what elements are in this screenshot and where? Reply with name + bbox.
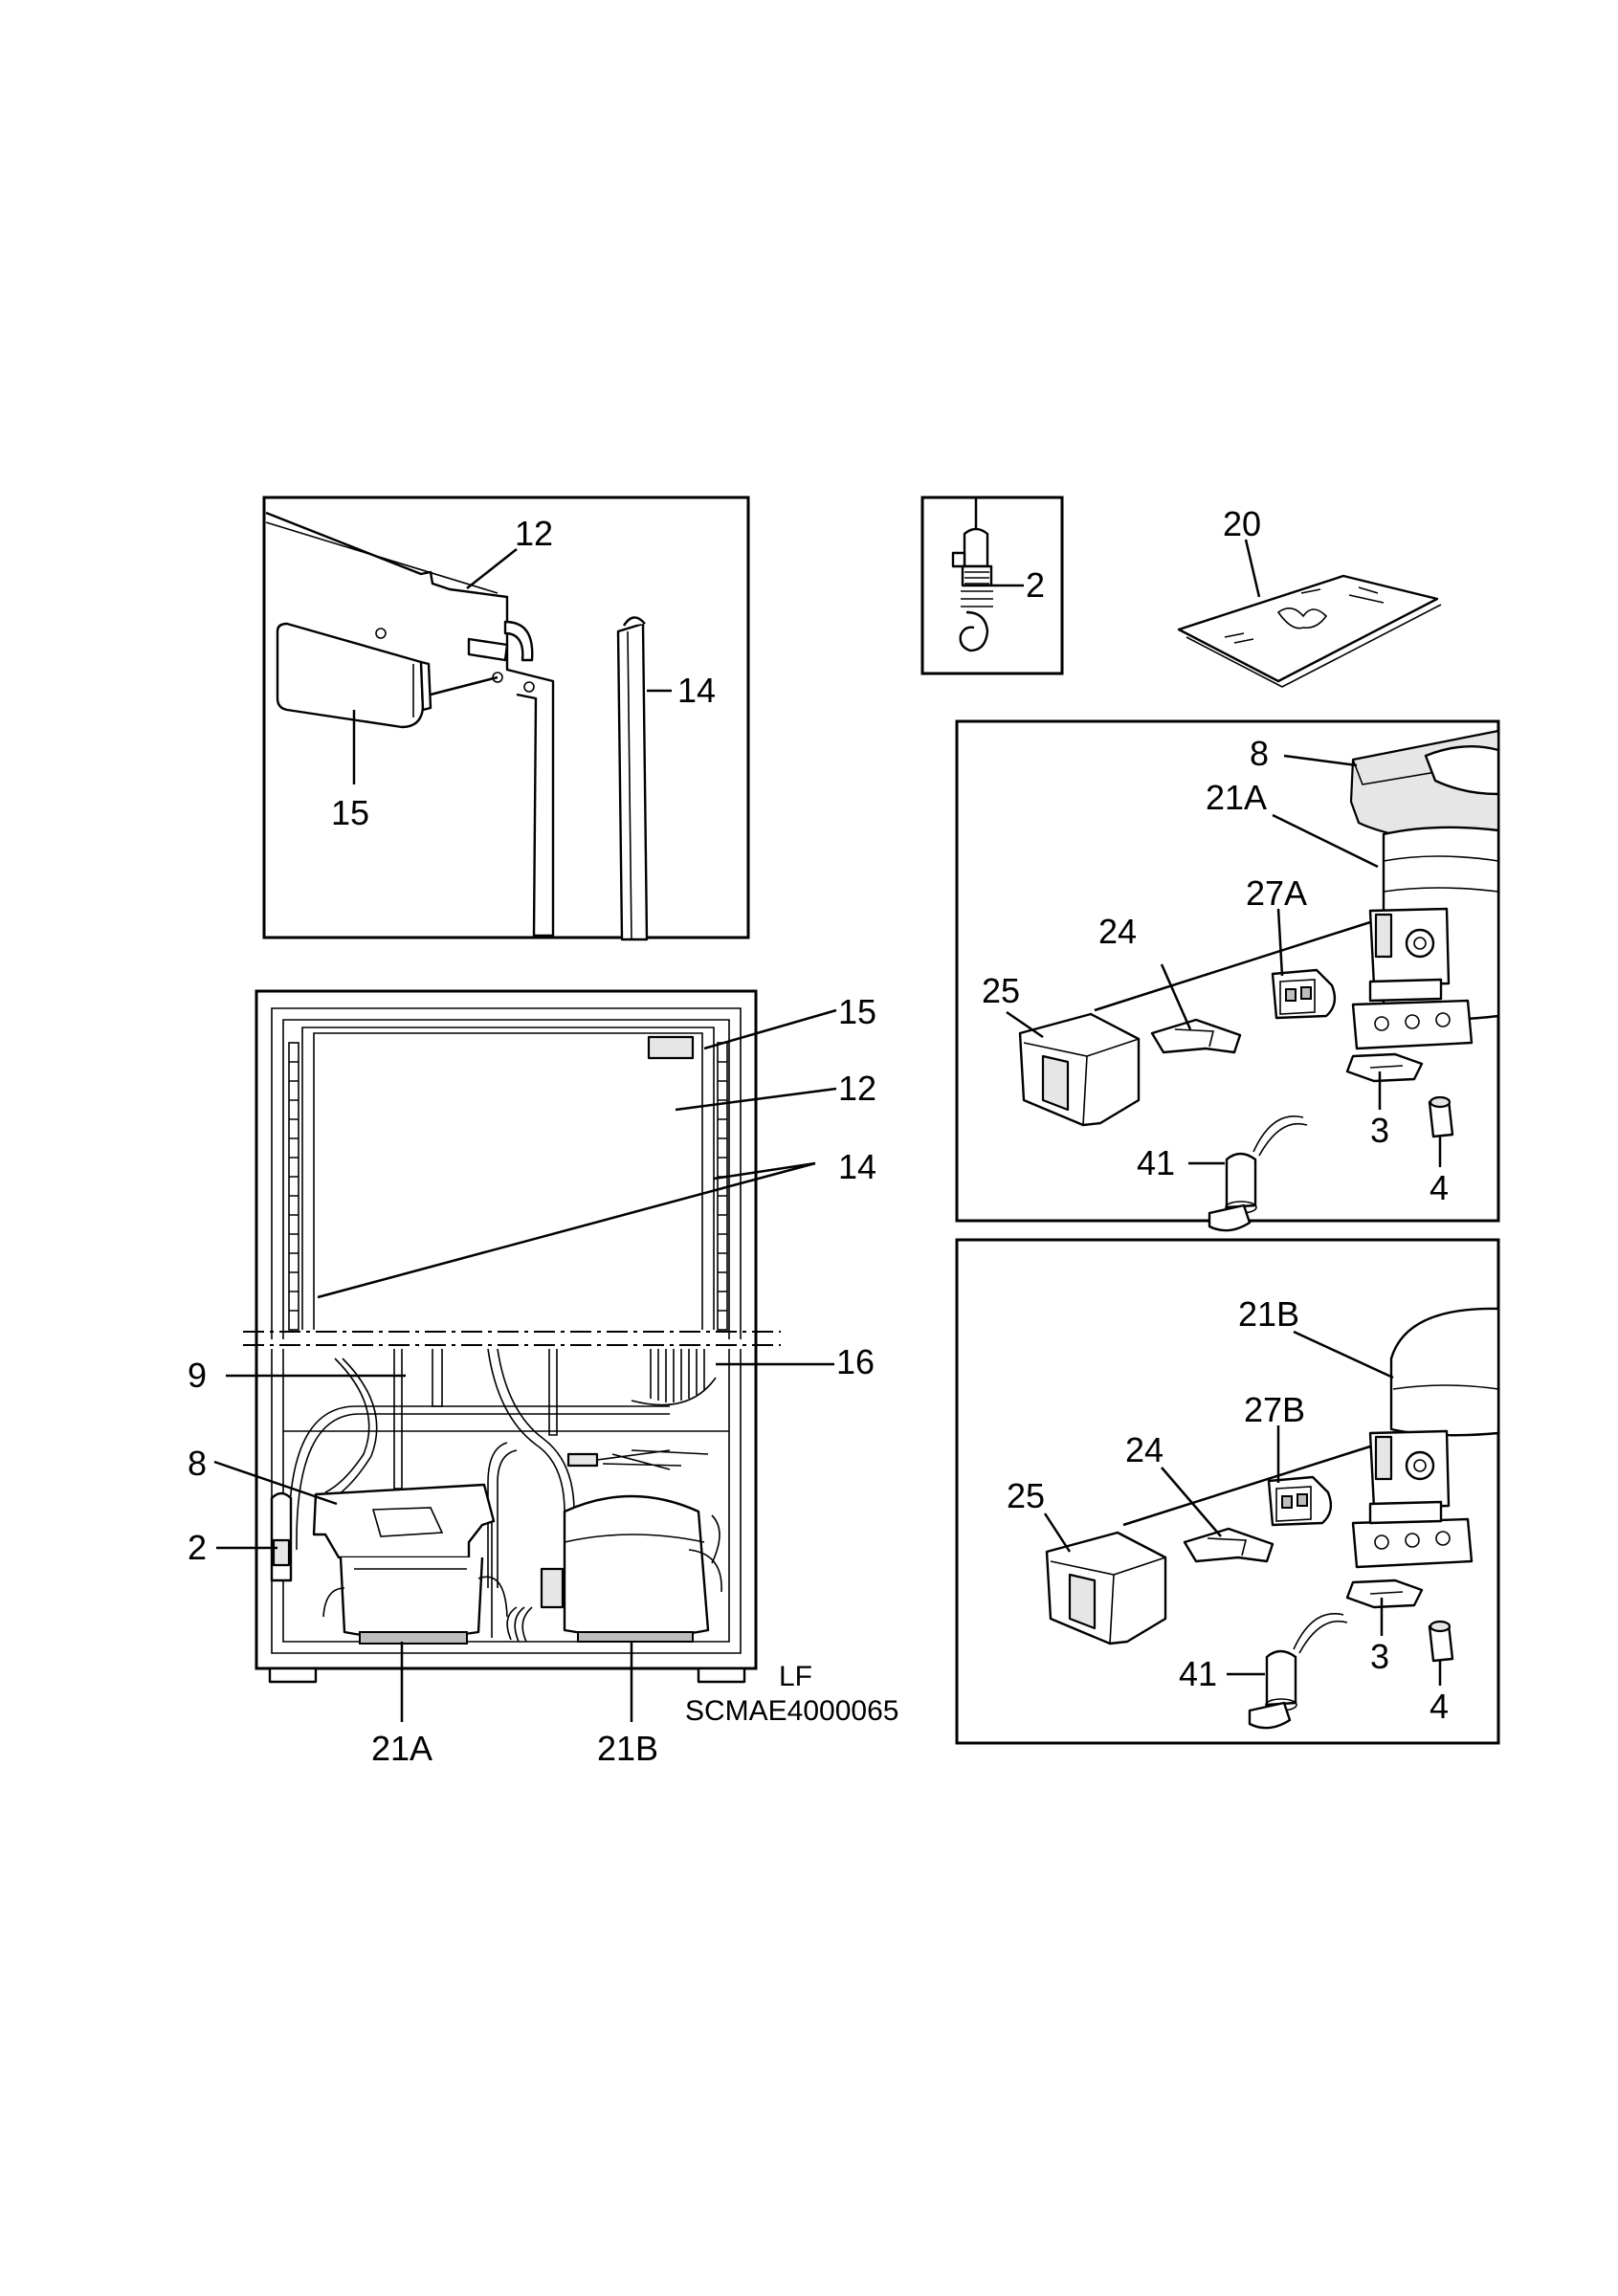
- code-line-2: SCMAE4000065: [685, 1695, 898, 1727]
- label-12: 12: [838, 1069, 876, 1108]
- compressor-b-panel: 21B 27B 24 25 3 41 4: [955, 1238, 1500, 1745]
- label-21b: 21B: [1238, 1294, 1299, 1334]
- label-9: 9: [188, 1356, 207, 1395]
- label-21b: 21B: [597, 1729, 658, 1768]
- label-21a: 21A: [1206, 778, 1267, 817]
- compressor-a-panel: 8 21A 27A 24 25 3 41 4: [955, 719, 1500, 1232]
- label-14: 14: [838, 1147, 876, 1186]
- label-41: 41: [1137, 1143, 1175, 1182]
- label-14: 14: [677, 671, 716, 710]
- label-3: 3: [1370, 1637, 1389, 1676]
- user-manual-illustration: 20: [1177, 504, 1442, 688]
- label-27b: 27B: [1244, 1390, 1305, 1429]
- label-4: 4: [1430, 1168, 1449, 1207]
- label-20: 20: [1223, 504, 1261, 543]
- left-gasket-strip: [288, 1042, 299, 1331]
- label-8: 8: [1250, 734, 1269, 773]
- label-25: 25: [982, 971, 1020, 1010]
- label-16: 16: [836, 1342, 875, 1381]
- label-41: 41: [1179, 1654, 1217, 1693]
- drawing-reference-code: LF SCMAE4000065: [685, 1661, 898, 1727]
- label-21a: 21A: [371, 1729, 432, 1768]
- label-25: 25: [1007, 1476, 1045, 1515]
- label-8: 8: [188, 1444, 207, 1483]
- label-24: 24: [1098, 912, 1137, 951]
- label-15: 15: [331, 793, 369, 832]
- label-2: 2: [188, 1528, 207, 1567]
- label-27a: 27A: [1246, 873, 1307, 913]
- label-12: 12: [515, 514, 553, 553]
- thermostat-panel: 2: [920, 496, 1064, 675]
- label-24: 24: [1125, 1430, 1164, 1469]
- label-3: 3: [1370, 1111, 1389, 1150]
- label-2: 2: [1026, 565, 1045, 605]
- door-detail-panel: 12 14 15: [262, 496, 750, 941]
- cabinet-main-view: 15 12 14 16 9 8 2 21A 21B: [188, 989, 876, 1768]
- label-15: 15: [838, 992, 876, 1031]
- code-line-1: LF: [779, 1661, 812, 1692]
- label-4: 4: [1430, 1687, 1449, 1726]
